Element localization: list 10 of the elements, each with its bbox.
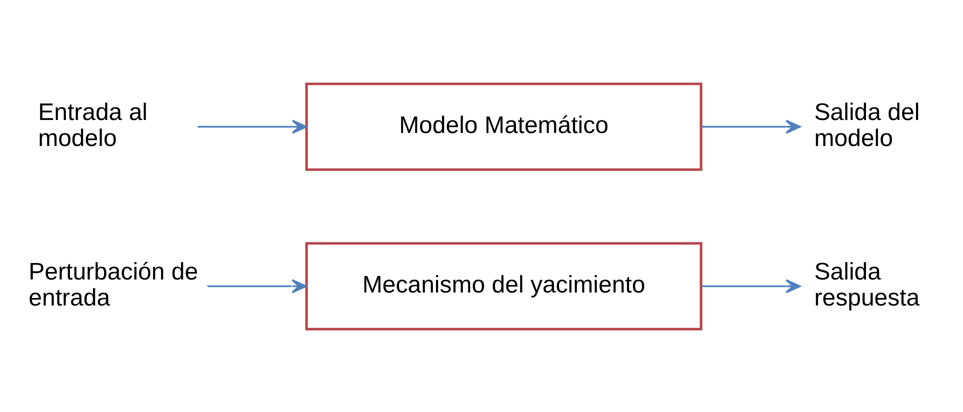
node-text: Salida del modelo — [814, 98, 920, 152]
node-text: Perturbación de entrada — [28, 258, 198, 311]
arrow — [207, 278, 307, 293]
node-box: Mecanismo del yacimiento — [305, 242, 702, 330]
arrow — [198, 119, 308, 134]
arrow — [701, 119, 801, 134]
node-text: Entrada al modelo — [38, 98, 148, 152]
arrow — [701, 278, 801, 293]
node-text: Salida respuesta — [814, 258, 920, 311]
node-box: Modelo Matemático — [305, 82, 702, 170]
